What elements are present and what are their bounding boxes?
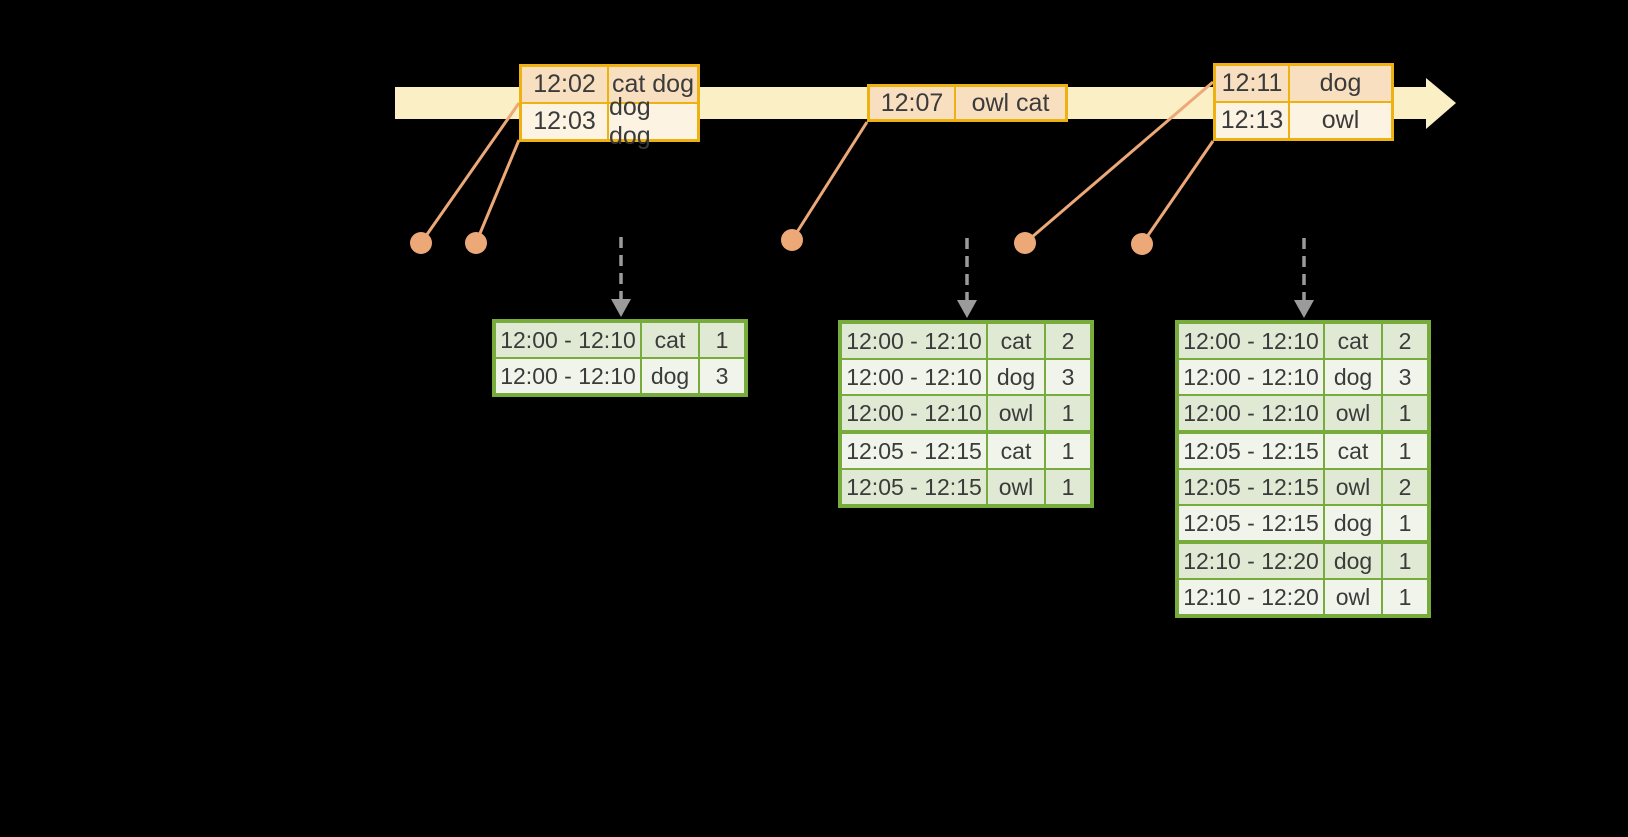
word-cell: cat bbox=[988, 324, 1044, 358]
word-cell: cat bbox=[1325, 434, 1381, 468]
word-cell: owl bbox=[988, 470, 1044, 504]
event-table-3: 12:11 dog 12:13 owl bbox=[1213, 63, 1394, 141]
trigger-arrowhead-icon-3 bbox=[1294, 300, 1314, 318]
word-cell: dog bbox=[642, 359, 698, 393]
word-cell: cat bbox=[988, 434, 1044, 468]
connector-line-1207 bbox=[790, 121, 869, 241]
event-time: 12:02 bbox=[522, 67, 607, 102]
event-time: 12:11 bbox=[1216, 66, 1288, 101]
window-cell: 12:00 - 12:10 bbox=[1179, 324, 1323, 358]
word-cell: owl bbox=[1325, 470, 1381, 504]
word-cell: cat bbox=[1325, 324, 1381, 358]
event-words: dog bbox=[1290, 66, 1391, 101]
window-cell: 12:00 - 12:10 bbox=[496, 323, 640, 357]
event-dots bbox=[410, 229, 1153, 255]
event-table-2: 12:07 owl cat bbox=[867, 84, 1068, 122]
trigger-arrows bbox=[611, 237, 1314, 318]
event-words: owl cat bbox=[956, 87, 1065, 119]
event-time: 12:07 bbox=[870, 87, 954, 119]
event-words: cat dog bbox=[609, 67, 697, 102]
word-cell: dog bbox=[1325, 506, 1381, 540]
result-row: 12:05 - 12:15 cat 1 bbox=[1179, 434, 1427, 468]
word-cell: owl bbox=[1325, 396, 1381, 430]
connector-line-1211 bbox=[1024, 80, 1214, 245]
event-row: 12:11 dog bbox=[1216, 66, 1391, 101]
word-cell: dog bbox=[1325, 360, 1381, 394]
result-table-1: 12:00 - 12:10 cat 1 12:00 - 12:10 dog 3 bbox=[492, 319, 748, 397]
result-table-2: 12:00 - 12:10 cat 2 12:00 - 12:10 dog 3 … bbox=[838, 320, 1094, 508]
result-row: 12:05 - 12:15 owl 2 bbox=[1179, 470, 1427, 504]
count-cell: 1 bbox=[700, 323, 744, 357]
event-connector-lines bbox=[419, 80, 1215, 245]
count-cell: 2 bbox=[1383, 470, 1427, 504]
window-cell: 12:05 - 12:15 bbox=[842, 434, 986, 468]
connector-line-1213 bbox=[1140, 140, 1215, 245]
word-cell: cat bbox=[642, 323, 698, 357]
window-cell: 12:00 - 12:10 bbox=[842, 396, 986, 430]
result-row: 12:00 - 12:10 cat 1 bbox=[496, 323, 744, 357]
count-cell: 2 bbox=[1383, 324, 1427, 358]
count-cell: 3 bbox=[1046, 360, 1090, 394]
event-table-1: 12:02 cat dog 12:03 dog dog bbox=[519, 64, 700, 150]
result-row: 12:05 - 12:15 owl 1 bbox=[842, 470, 1090, 504]
count-cell: 2 bbox=[1046, 324, 1090, 358]
window-cell: 12:00 - 12:10 bbox=[1179, 396, 1323, 430]
word-cell: owl bbox=[988, 396, 1044, 430]
event-words: dog dog bbox=[609, 93, 697, 150]
window-cell: 12:05 - 12:15 bbox=[1179, 470, 1323, 504]
count-cell: 3 bbox=[1383, 360, 1427, 394]
event-dot-1202 bbox=[410, 232, 432, 254]
word-cell: dog bbox=[1325, 544, 1381, 578]
count-cell: 1 bbox=[1383, 544, 1427, 578]
event-row: 12:02 cat dog bbox=[522, 67, 697, 102]
event-words: owl bbox=[1290, 103, 1391, 138]
window-cell: 12:00 - 12:10 bbox=[496, 359, 640, 393]
result-row: 12:00 - 12:10 owl 1 bbox=[842, 396, 1090, 430]
count-cell: 1 bbox=[1046, 396, 1090, 430]
result-row: 12:00 - 12:10 dog 3 bbox=[1179, 360, 1427, 394]
result-table-3: 12:00 - 12:10 cat 2 12:00 - 12:10 dog 3 … bbox=[1175, 320, 1431, 618]
window-cell: 12:05 - 12:15 bbox=[1179, 506, 1323, 540]
count-cell: 1 bbox=[1383, 434, 1427, 468]
result-row: 12:00 - 12:10 dog 3 bbox=[842, 360, 1090, 394]
result-row: 12:00 - 12:10 owl 1 bbox=[1179, 396, 1427, 430]
window-cell: 12:00 - 12:10 bbox=[1179, 360, 1323, 394]
window-cell: 12:00 - 12:10 bbox=[842, 360, 986, 394]
window-cell: 12:00 - 12:10 bbox=[842, 324, 986, 358]
event-dot-1213 bbox=[1131, 233, 1153, 255]
trigger-arrowhead-icon-1 bbox=[611, 299, 631, 317]
window-cell: 12:10 - 12:20 bbox=[1179, 580, 1323, 614]
word-cell: owl bbox=[1325, 580, 1381, 614]
event-dot-1207 bbox=[781, 229, 803, 251]
count-cell: 1 bbox=[1383, 580, 1427, 614]
result-row: 12:00 - 12:10 cat 2 bbox=[1179, 324, 1427, 358]
result-row: 12:00 - 12:10 cat 2 bbox=[842, 324, 1090, 358]
result-row: 12:10 - 12:20 dog 1 bbox=[1179, 544, 1427, 578]
event-row: 12:03 dog dog bbox=[522, 93, 697, 150]
trigger-arrowhead-icon-2 bbox=[957, 300, 977, 318]
event-time: 12:13 bbox=[1216, 103, 1288, 138]
result-row: 12:00 - 12:10 dog 3 bbox=[496, 359, 744, 393]
window-cell: 12:05 - 12:15 bbox=[842, 470, 986, 504]
count-cell: 3 bbox=[700, 359, 744, 393]
connector-line-1203 bbox=[474, 139, 521, 244]
connector-line-1202 bbox=[419, 102, 521, 244]
count-cell: 1 bbox=[1046, 470, 1090, 504]
count-cell: 1 bbox=[1046, 434, 1090, 468]
count-cell: 1 bbox=[1383, 396, 1427, 430]
result-row: 12:10 - 12:20 owl 1 bbox=[1179, 580, 1427, 614]
window-cell: 12:05 - 12:15 bbox=[1179, 434, 1323, 468]
timeline-arrowhead-icon bbox=[1426, 78, 1456, 129]
event-time: 12:03 bbox=[522, 104, 607, 139]
window-cell: 12:10 - 12:20 bbox=[1179, 544, 1323, 578]
result-row: 12:05 - 12:15 dog 1 bbox=[1179, 506, 1427, 540]
event-row: 12:07 owl cat bbox=[870, 87, 1065, 119]
word-cell: dog bbox=[988, 360, 1044, 394]
event-row: 12:13 owl bbox=[1216, 103, 1391, 138]
event-dot-1203 bbox=[465, 232, 487, 254]
result-row: 12:05 - 12:15 cat 1 bbox=[842, 434, 1090, 468]
count-cell: 1 bbox=[1383, 506, 1427, 540]
event-dot-1211 bbox=[1014, 232, 1036, 254]
